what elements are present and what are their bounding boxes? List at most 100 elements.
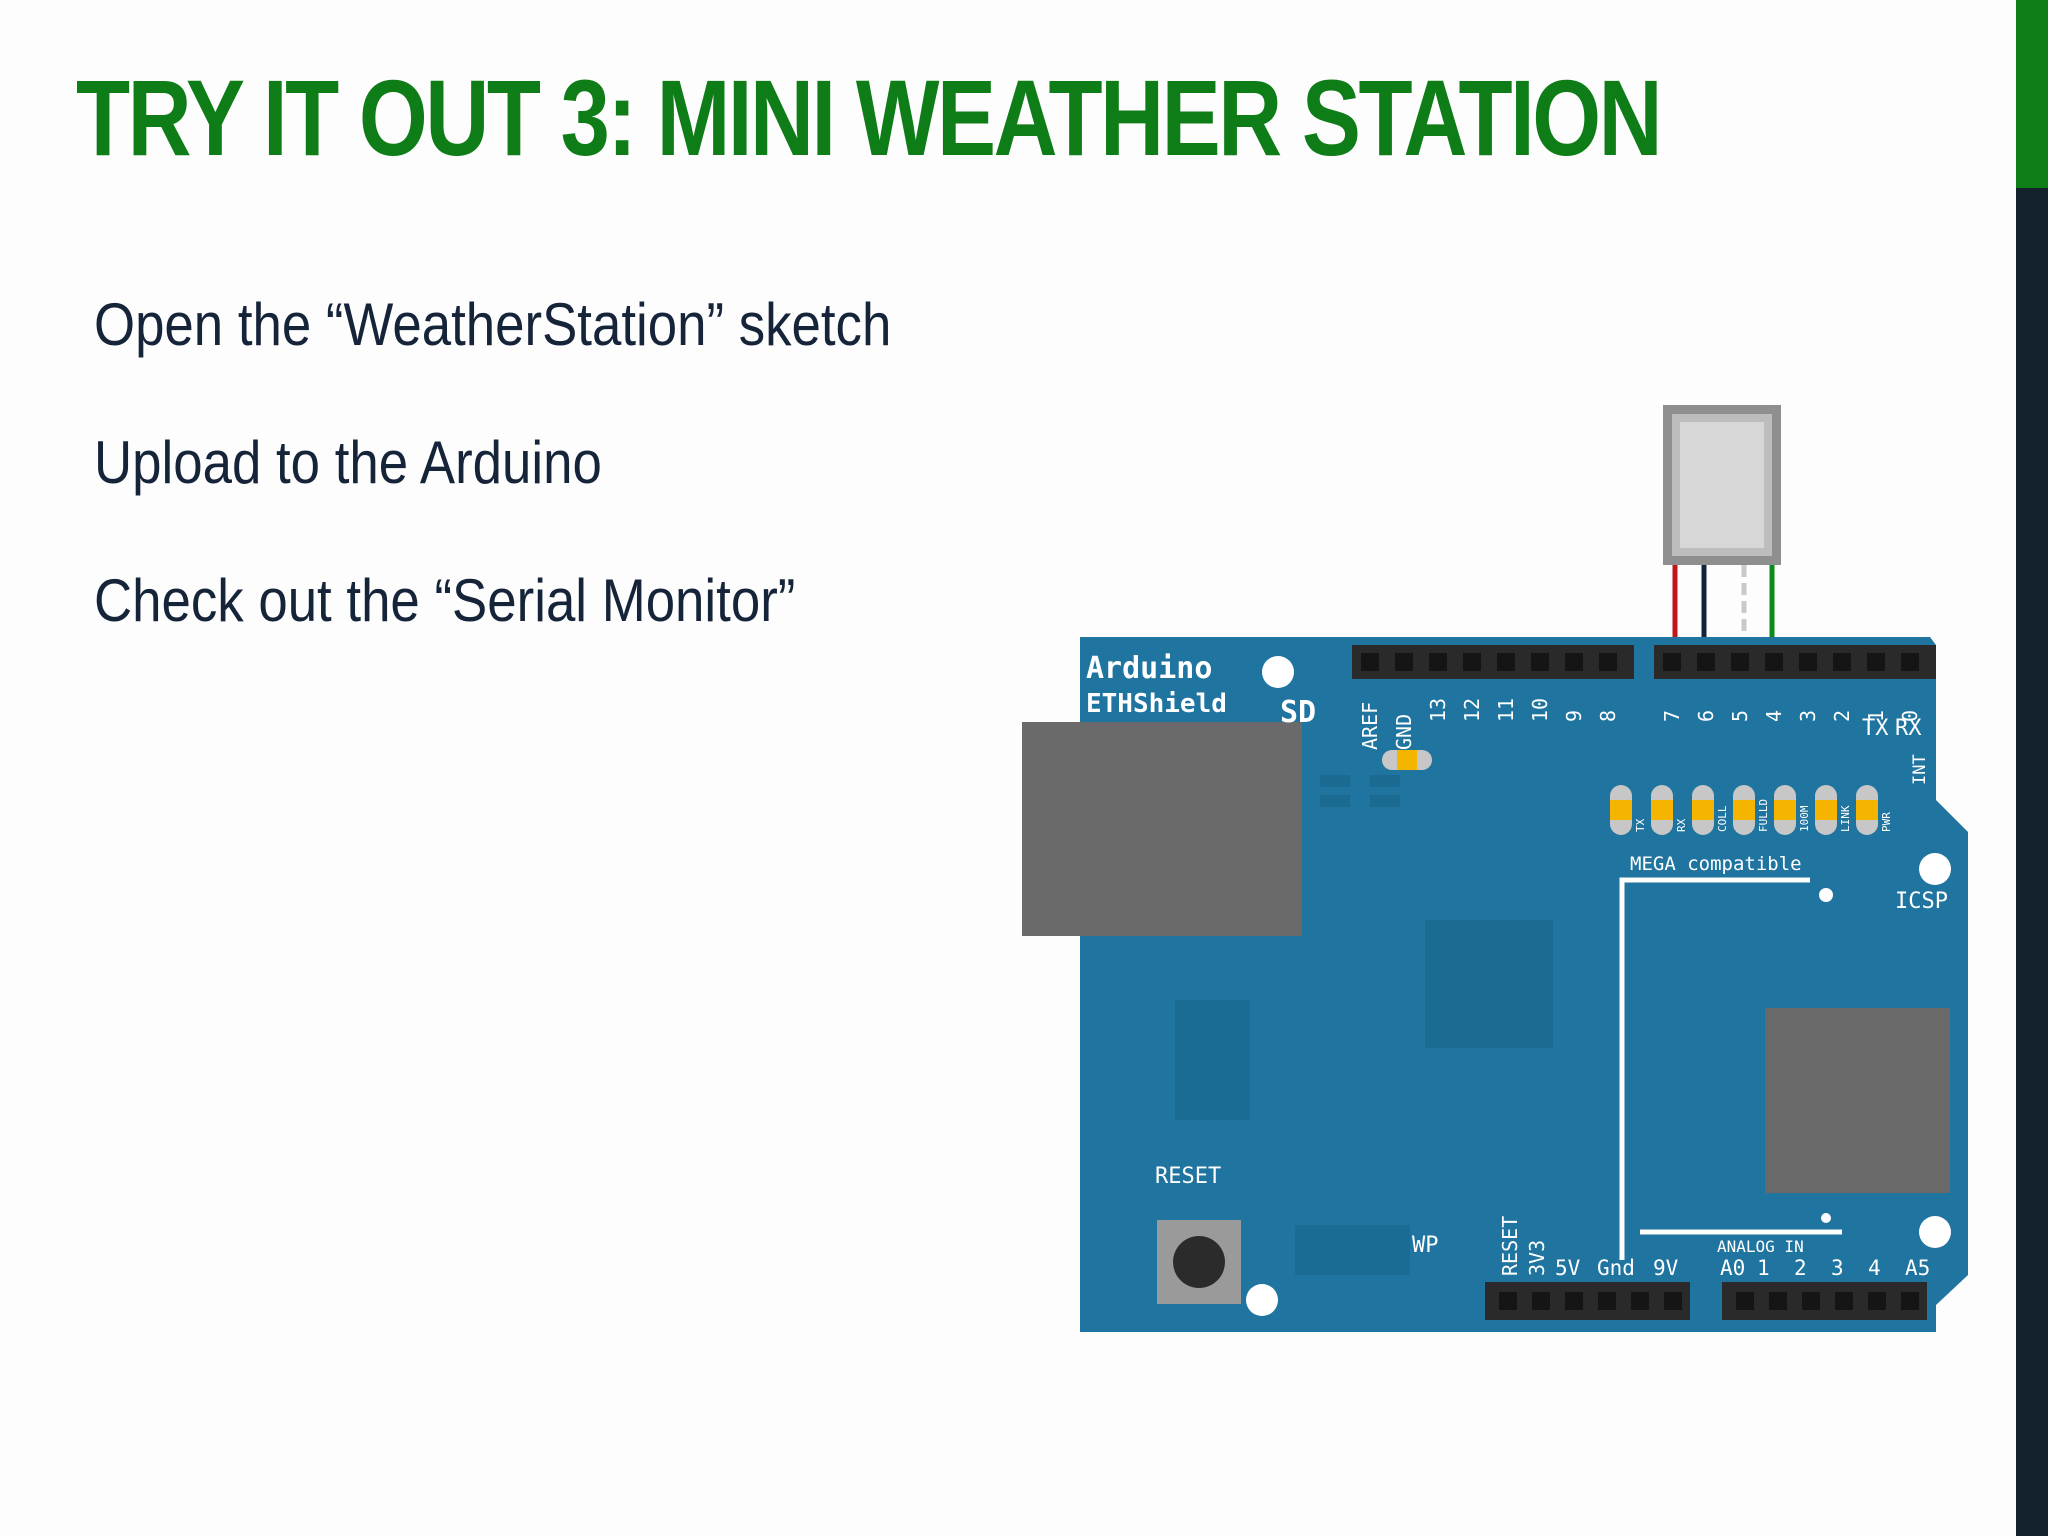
mount-hole: [1262, 656, 1294, 688]
bullet-list: Open the “WeatherStation” sketch Upload …: [94, 290, 1000, 704]
analog-header: [1722, 1282, 1927, 1320]
right-header-pin[interactable]: [1799, 653, 1817, 671]
left-header-pin[interactable]: [1531, 653, 1549, 671]
right-header-pin-label: 3: [1796, 710, 1820, 722]
digital-header-right: [1654, 645, 1936, 679]
aref-component: [1397, 750, 1417, 770]
led-link: [1815, 800, 1837, 820]
right-header-pin[interactable]: [1731, 653, 1749, 671]
left-header-pin[interactable]: [1463, 653, 1481, 671]
mount-hole-icsp: [1919, 853, 1951, 885]
bottom-header-pin[interactable]: [1532, 1292, 1550, 1310]
sd-label: SD: [1280, 695, 1316, 730]
bottom-header-pin[interactable]: [1835, 1292, 1853, 1310]
ethernet-chip: [1765, 1008, 1950, 1193]
digital-header-left: [1352, 645, 1634, 679]
left-header-pin[interactable]: [1497, 653, 1515, 671]
led-tx: [1610, 800, 1632, 820]
analog-in-label: ANALOG IN: [1717, 1237, 1804, 1256]
sidebar-accent: [2016, 0, 2048, 188]
right-header-pin-label: 1: [1864, 710, 1888, 722]
led-label: LINK: [1839, 805, 1852, 832]
left-header-pin[interactable]: [1429, 653, 1447, 671]
bottom-header-pin[interactable]: [1598, 1292, 1616, 1310]
power-reset-label: RESET: [1498, 1216, 1522, 1276]
bottom-header-pin[interactable]: [1631, 1292, 1649, 1310]
wp-footprint: [1295, 1225, 1410, 1275]
reset-label: RESET: [1155, 1164, 1221, 1189]
analog-pin-label: 2: [1794, 1256, 1807, 1280]
tx-label: TX: [1862, 716, 1889, 741]
chip-footprint: [1425, 920, 1553, 1048]
right-header-pin-label: 7: [1660, 710, 1684, 722]
bottom-header-pin[interactable]: [1802, 1292, 1820, 1310]
left-header-pin[interactable]: [1361, 653, 1379, 671]
right-header-pin-label: 6: [1694, 710, 1718, 722]
left-header-pin-label: 11: [1494, 698, 1518, 722]
mega-outline: [1619, 877, 1810, 1260]
power-5v-label: 5V: [1555, 1256, 1581, 1280]
led-label: 100M: [1798, 805, 1811, 832]
board-model: ETHShield: [1086, 689, 1227, 719]
board-brand: Arduino: [1086, 651, 1212, 686]
led-label: PWR: [1880, 812, 1893, 832]
left-header-pin-label: GND: [1392, 714, 1416, 750]
wp-label: WP: [1412, 1233, 1439, 1258]
left-header-pin-label: 12: [1460, 698, 1484, 722]
bullet-open-sketch: Open the “WeatherStation” sketch: [94, 291, 892, 358]
right-header-pin[interactable]: [1867, 653, 1885, 671]
analog-pin-label: A0: [1720, 1256, 1745, 1280]
mount-hole-bottom: [1246, 1284, 1278, 1316]
led-coll: [1692, 800, 1714, 820]
int-label: INT: [1910, 754, 1930, 785]
right-header-pin-label: 5: [1728, 710, 1752, 722]
reset-button-cap[interactable]: [1173, 1236, 1225, 1288]
temperature-sensor: [1663, 405, 1781, 565]
icsp-label: ICSP: [1895, 889, 1948, 914]
ethernet-jack: [1022, 722, 1302, 936]
mount-hole-analog: [1919, 1216, 1951, 1248]
mega-label: MEGA compatible: [1630, 853, 1802, 875]
left-header-pin[interactable]: [1565, 653, 1583, 671]
led-label: TX: [1634, 818, 1647, 832]
left-header-pin-label: AREF: [1358, 702, 1382, 750]
right-header-pin-label: 2: [1830, 710, 1854, 722]
led-100m: [1774, 800, 1796, 820]
analog-pin-label: 4: [1868, 1256, 1881, 1280]
right-header-pin[interactable]: [1663, 653, 1681, 671]
led-pwr: [1856, 800, 1878, 820]
bottom-header-pin[interactable]: [1736, 1292, 1754, 1310]
analog-pin-label: 3: [1831, 1256, 1844, 1280]
left-header-pin-label: 9: [1562, 710, 1586, 722]
slide-title: TRY IT OUT 3: MINI WEATHER STATION: [76, 57, 1663, 178]
right-header-pin[interactable]: [1833, 653, 1851, 671]
left-header-pin[interactable]: [1395, 653, 1413, 671]
bullet-upload: Upload to the Arduino: [94, 429, 602, 496]
sidebar-panel: [2016, 188, 2048, 1536]
left-header-pin-label: 10: [1528, 698, 1552, 722]
regulator-footprint: [1175, 1000, 1250, 1120]
right-header-pin-label: 0: [1898, 710, 1922, 722]
left-header-pin-label: 13: [1426, 698, 1450, 722]
bottom-header-pin[interactable]: [1499, 1292, 1517, 1310]
bottom-header-pins: [1499, 1292, 1919, 1310]
bottom-header-pin[interactable]: [1769, 1292, 1787, 1310]
bottom-header-pin[interactable]: [1664, 1292, 1682, 1310]
led-rx: [1651, 800, 1673, 820]
bottom-header-pin[interactable]: [1565, 1292, 1583, 1310]
power-3v3-label: 3V3: [1525, 1240, 1549, 1276]
right-header-pin[interactable]: [1697, 653, 1715, 671]
bottom-header-pin[interactable]: [1868, 1292, 1886, 1310]
analog-pin-label: 1: [1757, 1256, 1770, 1280]
right-header-pin[interactable]: [1765, 653, 1783, 671]
right-header-pin[interactable]: [1901, 653, 1919, 671]
bottom-header-pin[interactable]: [1901, 1292, 1919, 1310]
led-label: COLL: [1716, 805, 1729, 832]
left-header-pin[interactable]: [1599, 653, 1617, 671]
